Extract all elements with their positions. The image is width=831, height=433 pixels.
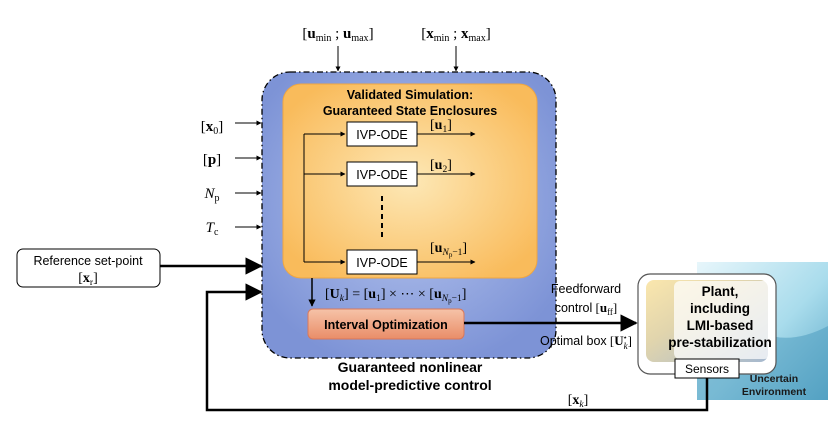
- p-label: [p]: [203, 152, 221, 168]
- reference-box: [16, 248, 161, 288]
- ivp-ode-box-2: [346, 161, 418, 187]
- ivp-ode-box-3: [346, 249, 418, 275]
- plant-label-1: Plant,: [702, 284, 739, 299]
- ivp-output-label-1: [u1]: [430, 118, 452, 135]
- plant-label-3: LMI-based: [687, 318, 754, 333]
- product-equation: [Uk] = [u1] × ⋯ × [uNp−1]: [325, 287, 466, 305]
- validated-simulation-title-1: Validated Simulation:: [347, 88, 473, 102]
- environment-label-2: Environment: [742, 386, 807, 398]
- controller-caption-2: model-predictive control: [328, 377, 491, 393]
- feedback-loop: [205, 283, 709, 412]
- x-bounds-label: [xmin ; xmax]: [421, 26, 490, 44]
- ivp-ode-label-2: IVP-ODE: [356, 168, 407, 182]
- reference-label: Reference set-point: [33, 254, 143, 268]
- ivp-output-label-3: [uNp−1]: [430, 241, 467, 259]
- reference-value: [xr]: [78, 271, 98, 288]
- feedback-label: [xk]: [568, 393, 589, 410]
- feedforward-label-1: Feedforward: [551, 282, 621, 296]
- environment-label-1: Uncertain: [750, 373, 798, 385]
- x0-label: [x0]: [201, 119, 224, 137]
- plant-label-2: including: [690, 301, 750, 316]
- interval-optimization-label: Interval Optimization: [324, 318, 448, 332]
- controller-caption-1: Guaranteed nonlinear: [338, 359, 483, 375]
- u-bounds-label: [umin ; umax]: [302, 26, 373, 44]
- ivp-output-label-2: [u2]: [430, 158, 452, 175]
- ivp-ode-label-3: IVP-ODE: [356, 256, 407, 270]
- tc-label: Tc: [206, 220, 219, 238]
- feedforward-label-2: control [uff]: [555, 300, 618, 317]
- plant-label-4: pre-stabilization: [668, 335, 772, 350]
- validated-simulation-title-2: Guaranteed State Enclosures: [323, 104, 497, 118]
- sensors-label: Sensors: [685, 362, 729, 376]
- np-label: Np: [203, 186, 219, 204]
- ivp-ode-label-1: IVP-ODE: [356, 128, 407, 142]
- optimal-box-label: Optimal box [Uk⋆]: [540, 333, 632, 351]
- plant-text-backdrop: [674, 281, 770, 359]
